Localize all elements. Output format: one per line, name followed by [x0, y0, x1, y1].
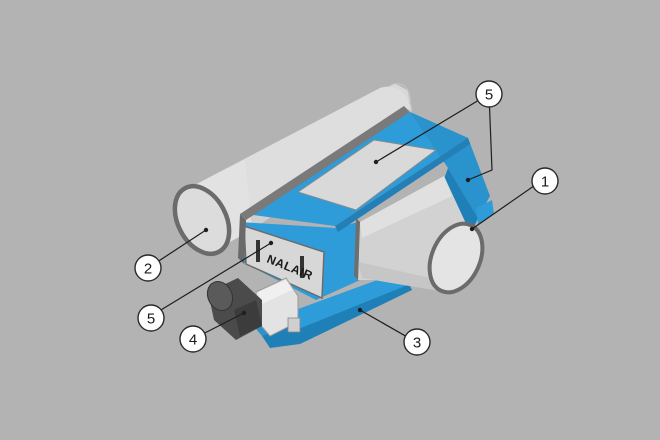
- motor-assembly: [206, 277, 301, 340]
- callout-5-front-label: 5: [147, 311, 155, 328]
- leader-dots: [203, 159, 475, 316]
- leader-5-front: [150, 242, 272, 317]
- inlet-flange-ring: [172, 184, 232, 256]
- callout-3-label: 3: [413, 335, 421, 352]
- callout-1: 1: [531, 167, 559, 195]
- leader-5-top-right: [467, 93, 493, 181]
- top-access-panel: [296, 139, 438, 211]
- callout-5-front: 5: [137, 304, 165, 332]
- panel-handle-right: [300, 256, 304, 278]
- callout-5-top-label: 5: [485, 87, 493, 104]
- housing-top-flange: [240, 106, 410, 220]
- callout-2: 2: [134, 254, 162, 282]
- callout-1-label: 1: [541, 174, 549, 191]
- leader-1: [471, 180, 542, 230]
- housing-front-flange: [238, 214, 246, 264]
- outlet-flange-ring: [427, 221, 485, 295]
- callout-3: 3: [403, 328, 431, 356]
- callout-5-top: 5: [475, 80, 503, 108]
- callout-4-label: 4: [189, 332, 197, 349]
- leader-5-top-left: [375, 93, 490, 163]
- callout-4: 4: [179, 325, 207, 353]
- callout-2-label: 2: [144, 261, 152, 278]
